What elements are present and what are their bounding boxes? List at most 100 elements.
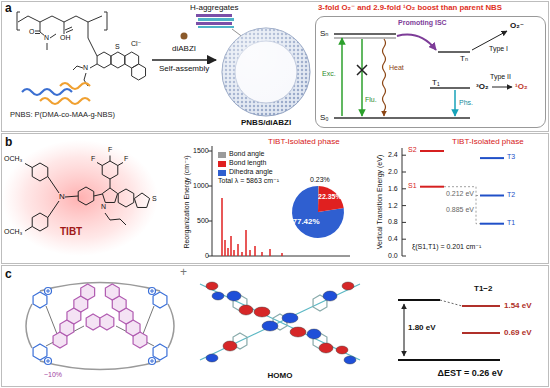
molecule-label: diABZI [172,44,196,53]
jablonski-levels [334,34,470,118]
panel-letter: c [5,268,12,282]
drug-dot [181,33,188,40]
legend-swatch [218,170,226,176]
tick-label: 0.0 [388,252,398,260]
panel-letter: b [5,136,12,150]
state-label: S1 [408,182,417,190]
orbital-label: HOMO [268,371,293,380]
state-label: Sₙ [320,29,329,38]
nanoparticle-sphere [222,28,310,116]
tick-label: 2.0 [388,168,398,176]
polymer-chains [22,83,90,104]
tick-label: 500 [197,217,209,225]
species-label: ³O₂ [476,82,488,91]
atom-label: N [83,64,88,72]
process-label: Exc. [322,70,336,78]
pie-value: 22.35% [318,193,342,201]
counter-ion: Cl⁻ [131,40,141,48]
state-label: T3 [507,153,515,161]
atom-label: N [101,203,106,211]
energy-value: 1.80 eV [408,323,436,332]
species-label: O₂⁻ [510,21,524,30]
homo-lobes [206,282,356,364]
tick-label: 1500 [193,147,209,155]
pie-value: 77.42% [293,217,320,226]
state-label: T1−2 [474,284,492,293]
energy-axis [402,148,406,256]
gap-value: 0.212 eV [446,190,474,198]
process-label: Flu. [365,96,377,104]
legend-swatch [218,152,226,158]
emission-glow [2,140,158,256]
tick-label: 0.8 [388,218,398,226]
bar-chart-bars [222,198,282,256]
plus-sign: + [180,266,187,280]
legend-text: Dihedra angle [229,168,273,176]
polymer-name: PNBS: P(DMA-co-MAA-g-NBS) [10,111,115,120]
atom-label: O [29,28,34,36]
atom-label: OCH₃ [4,228,22,236]
edge-label: Self-assembly [159,64,209,73]
bar-chart-axes [208,146,350,256]
pie-chart [292,186,344,238]
particle-name: PNBS/diABZI [241,118,291,127]
atom-label: N [59,192,65,201]
tick-label: 1000 [193,182,209,190]
tick-label: 2.4 [388,151,398,159]
atom-label: OCH₃ [4,155,22,163]
gap-value: ΔEST = 0.26 eV [438,368,503,378]
state-label: T₁ [432,78,440,87]
h-aggregate-picture [196,14,244,38]
polymer-structure-box: PNBS: P(DMA-co-MAA-g-NBS) [6,8,152,124]
callout-label: H-aggregates [190,3,238,12]
axis-title: Vertical Transition Energy (eV) [376,155,384,250]
process-label: Phs. [459,99,473,107]
process-label: Type II [490,73,511,81]
jablonski-box: 3-fold O₂⁻ and 2.9-fold ¹O₂ boost than p… [315,16,546,128]
tick-label: 0 [205,252,209,260]
state-label: S2 [408,146,417,154]
nanoparticle-box: PNBS/diABZI [216,24,316,130]
jablonski-arrows [342,31,512,116]
atom-label: N [44,34,49,42]
macrocycle-core [53,284,147,348]
tick-label: 0.4 [388,235,398,243]
tibt-structure [25,156,150,232]
molecule-name: TIBT [60,226,82,238]
process-label: Type I [489,45,508,53]
atom-label: S [152,195,157,203]
axis-title: Reorganization Energy (cm⁻¹) [182,155,190,248]
legend-text: Bond angle [229,150,264,158]
state-label: T2 [507,191,515,199]
chart-title: TIBT-Isolated phase [268,137,340,146]
legend-text: Bond length [229,159,266,167]
state-levels [398,300,500,360]
tick-label: 1.2 [388,202,398,210]
atom-label: OH [60,34,71,42]
macrocycle-chains [26,283,174,370]
atom-label: F [91,155,95,163]
total-note: Total λ = 5863 cm⁻¹ [218,177,279,185]
panel-letter: a [5,2,12,16]
energy-value: 1.54 eV [504,301,532,310]
coupling-value: ξ(S1,T1) = 0.201 cm⁻¹ [412,243,481,251]
state-label: S₀ [320,113,329,122]
assembly-arrow [152,59,216,61]
energy-value: 0.69 eV [504,328,532,337]
species-label: ¹O₂ [515,82,527,91]
legend-swatch [218,161,226,167]
pie-value: 0.23% [310,176,330,184]
chart-title: TIBT-Isolated phase [452,137,524,146]
process-label: Promoting ISC [398,19,447,27]
gap-guides [444,187,480,224]
homo-skeleton [200,284,360,360]
polymer-structure [17,12,146,86]
ratio-label: ~10% [44,371,62,379]
atom-label: F [108,146,112,154]
process-label: Heat [389,64,404,72]
energy-levels [420,151,504,224]
boost-heading: 3-fold O₂⁻ and 2.9-fold ¹O₂ boost than p… [318,4,502,13]
atom-label: F [124,155,128,163]
state-label: Tₙ [460,54,468,63]
